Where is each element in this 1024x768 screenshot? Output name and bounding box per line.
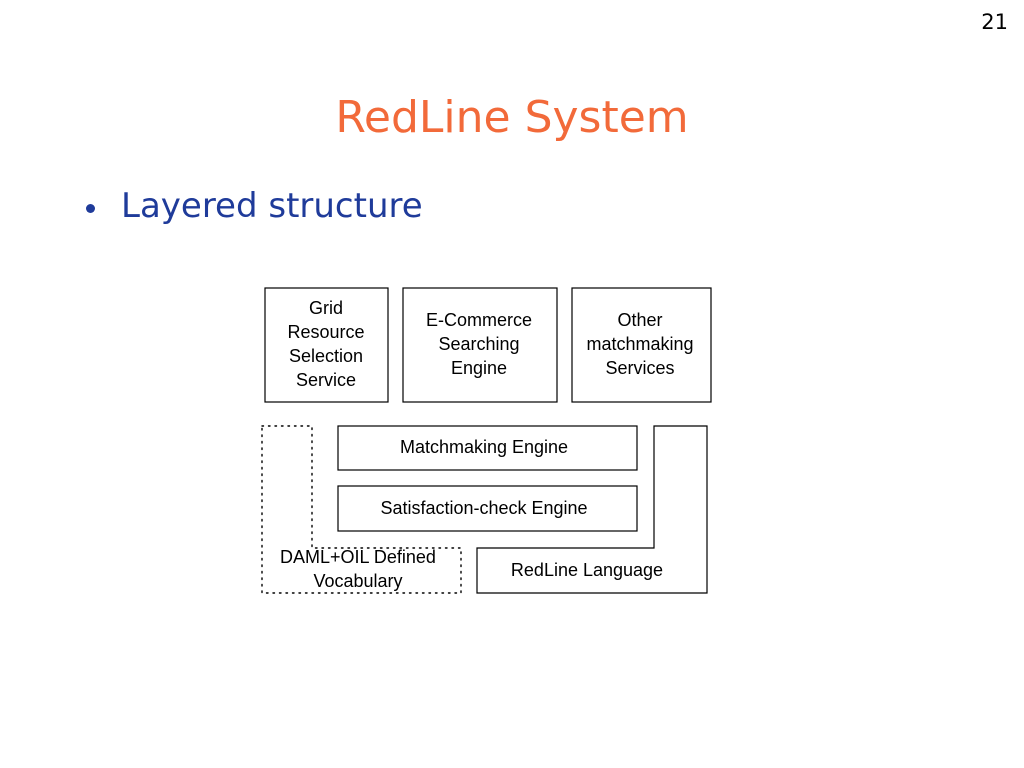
redline-language-label: RedLine Language <box>511 560 663 580</box>
grid-service-line-1: Grid <box>309 298 343 318</box>
vocabulary-dotted-outline <box>261 425 462 594</box>
redline-language-outline <box>476 425 708 594</box>
other-services-line-1: Other <box>617 310 662 330</box>
bullet-dot-icon <box>86 203 95 213</box>
slide-title: RedLine System <box>335 92 689 143</box>
matchmaking-engine-box: Matchmaking Engine <box>337 425 638 471</box>
other-services-line-3: Services <box>605 358 674 378</box>
ecommerce-line-2: Searching <box>438 334 519 354</box>
other-matchmaking-services-box: Other matchmaking Services <box>571 287 712 403</box>
vocabulary-line-1: DAML+OIL Defined <box>280 547 436 567</box>
grid-resource-selection-service-box: Grid Resource Selection Service <box>264 287 389 403</box>
grid-service-line-2: Resource <box>287 322 364 342</box>
e-commerce-searching-engine-box: E-Commerce Searching Engine <box>402 287 558 403</box>
satisfaction-check-engine-box: Satisfaction-check Engine <box>337 485 638 532</box>
satisfaction-engine-label: Satisfaction-check Engine <box>380 498 587 518</box>
ecommerce-line-3: Engine <box>451 358 507 378</box>
bullet-text: Layered structure <box>121 186 423 226</box>
page-number: 21 <box>981 10 1008 34</box>
vocabulary-line-2: Vocabulary <box>313 571 402 591</box>
other-services-line-2: matchmaking <box>586 334 693 354</box>
grid-service-line-4: Service <box>296 370 356 390</box>
bullet-item: Layered structure <box>86 186 423 226</box>
ecommerce-line-1: E-Commerce <box>426 310 532 330</box>
matchmaking-engine-label: Matchmaking Engine <box>400 437 568 457</box>
grid-service-line-3: Selection <box>289 346 363 366</box>
